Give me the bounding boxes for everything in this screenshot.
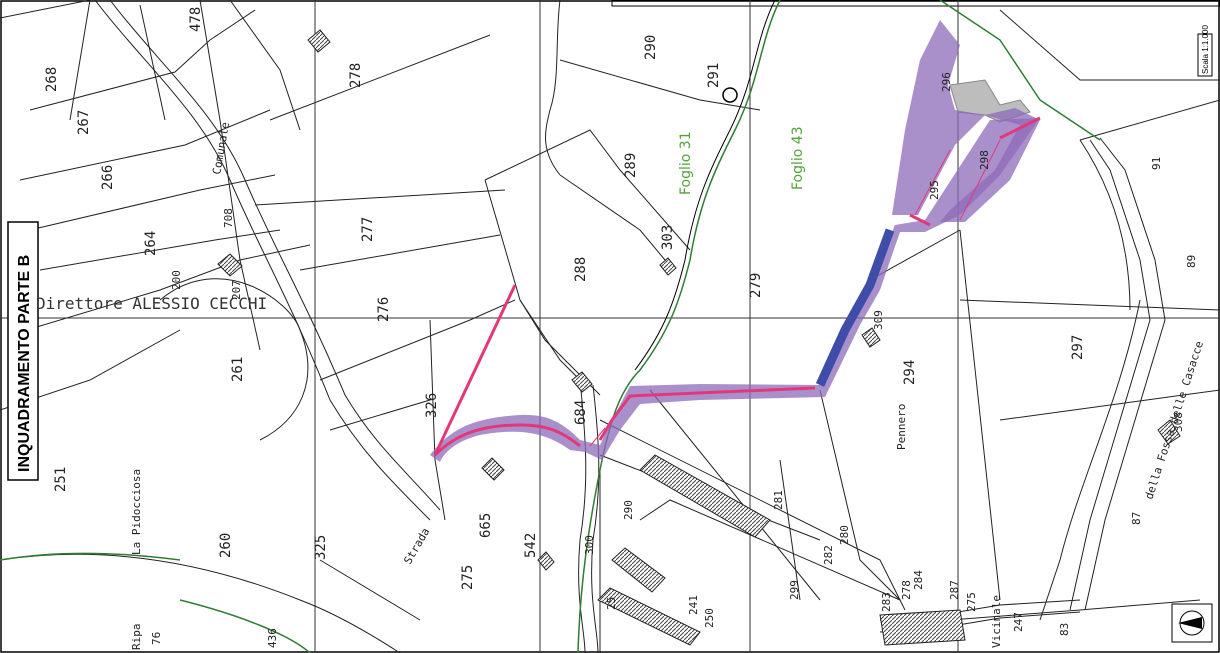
svg-text:87: 87 [1130, 512, 1143, 525]
svg-text:298: 298 [978, 150, 991, 170]
road-name: Pennero [895, 404, 908, 450]
svg-text:260: 260 [218, 533, 234, 558]
svg-text:436: 436 [266, 628, 279, 648]
svg-text:25: 25 [605, 597, 618, 610]
side-title-box: INQUADRAMENTO PARTE B [7, 221, 39, 481]
svg-text:241: 241 [687, 595, 700, 615]
svg-text:665: 665 [478, 513, 494, 538]
svg-text:283: 283 [880, 592, 893, 612]
svg-text:290: 290 [643, 35, 659, 60]
sheet-boundary [0, 0, 1101, 653]
svg-text:247: 247 [1012, 612, 1025, 632]
svg-text:289: 289 [623, 153, 639, 178]
route-thin [589, 139, 1001, 447]
svg-text:261: 261 [230, 357, 246, 382]
svg-text:266: 266 [100, 165, 116, 190]
svg-text:288: 288 [573, 257, 589, 282]
svg-text:281: 281 [772, 490, 785, 510]
svg-text:309: 309 [872, 310, 885, 330]
svg-text:287: 287 [948, 580, 961, 600]
header-strip [611, 0, 1220, 7]
svg-text:278: 278 [348, 63, 364, 88]
buildings [217, 29, 1181, 646]
svg-text:275: 275 [965, 592, 978, 612]
watercourse [634, 0, 776, 371]
svg-text:83: 83 [1058, 623, 1071, 636]
survey-marker-icon [722, 87, 738, 103]
svg-text:684: 684 [573, 400, 589, 425]
svg-text:297: 297 [1070, 335, 1086, 360]
road-name: Ripa [130, 624, 143, 651]
svg-text:290: 290 [622, 500, 635, 520]
scale-label: Scala 1:1.000 [1201, 25, 1210, 74]
svg-text:251: 251 [53, 467, 69, 492]
roads [94, 0, 1166, 653]
svg-text:276: 276 [376, 297, 392, 322]
parcel-labels: 478 268 267 266 264 278 290 291 289 303 … [44, 7, 1198, 648]
svg-text:325: 325 [313, 535, 329, 560]
svg-text:207: 207 [230, 280, 243, 300]
svg-text:250: 250 [703, 608, 716, 628]
svg-text:308: 308 [1172, 412, 1185, 432]
side-title: INQUADRAMENTO PARTE B [16, 255, 33, 472]
svg-text:282: 282 [822, 545, 835, 565]
svg-text:200: 200 [170, 270, 183, 290]
svg-text:708: 708 [222, 208, 235, 228]
director-text: Direttore ALESSIO CECCHI [36, 294, 267, 313]
svg-text:280: 280 [838, 525, 851, 545]
svg-text:278: 278 [900, 580, 913, 600]
north-arrow-icon [1171, 603, 1213, 643]
project-route [433, 116, 1041, 457]
svg-text:268: 268 [44, 67, 60, 92]
svg-text:76: 76 [150, 632, 163, 645]
svg-text:294: 294 [902, 360, 918, 385]
scale-box: Scala 1:1.000 [1197, 25, 1213, 77]
svg-text:275: 275 [460, 565, 476, 590]
sheet-label-43: Foglio 43 [790, 126, 806, 190]
svg-text:291: 291 [706, 63, 722, 88]
road-name: La Pidocciosa [130, 469, 143, 555]
svg-text:478: 478 [188, 7, 204, 32]
svg-text:277: 277 [360, 217, 376, 242]
svg-text:300: 300 [583, 535, 596, 555]
svg-text:267: 267 [76, 110, 92, 135]
svg-text:284: 284 [912, 570, 925, 590]
svg-text:326: 326 [424, 393, 440, 418]
svg-text:264: 264 [143, 231, 159, 256]
sheet-label-31: Foglio 31 [678, 131, 694, 195]
svg-text:295: 295 [928, 180, 941, 200]
svg-text:91: 91 [1150, 157, 1163, 170]
svg-text:299: 299 [788, 580, 801, 600]
svg-text:89: 89 [1185, 255, 1198, 268]
svg-text:296: 296 [940, 72, 953, 92]
svg-text:542: 542 [523, 533, 539, 558]
road-name: Vicinale [990, 595, 1003, 648]
svg-text:303: 303 [660, 225, 676, 250]
svg-text:279: 279 [748, 273, 764, 298]
